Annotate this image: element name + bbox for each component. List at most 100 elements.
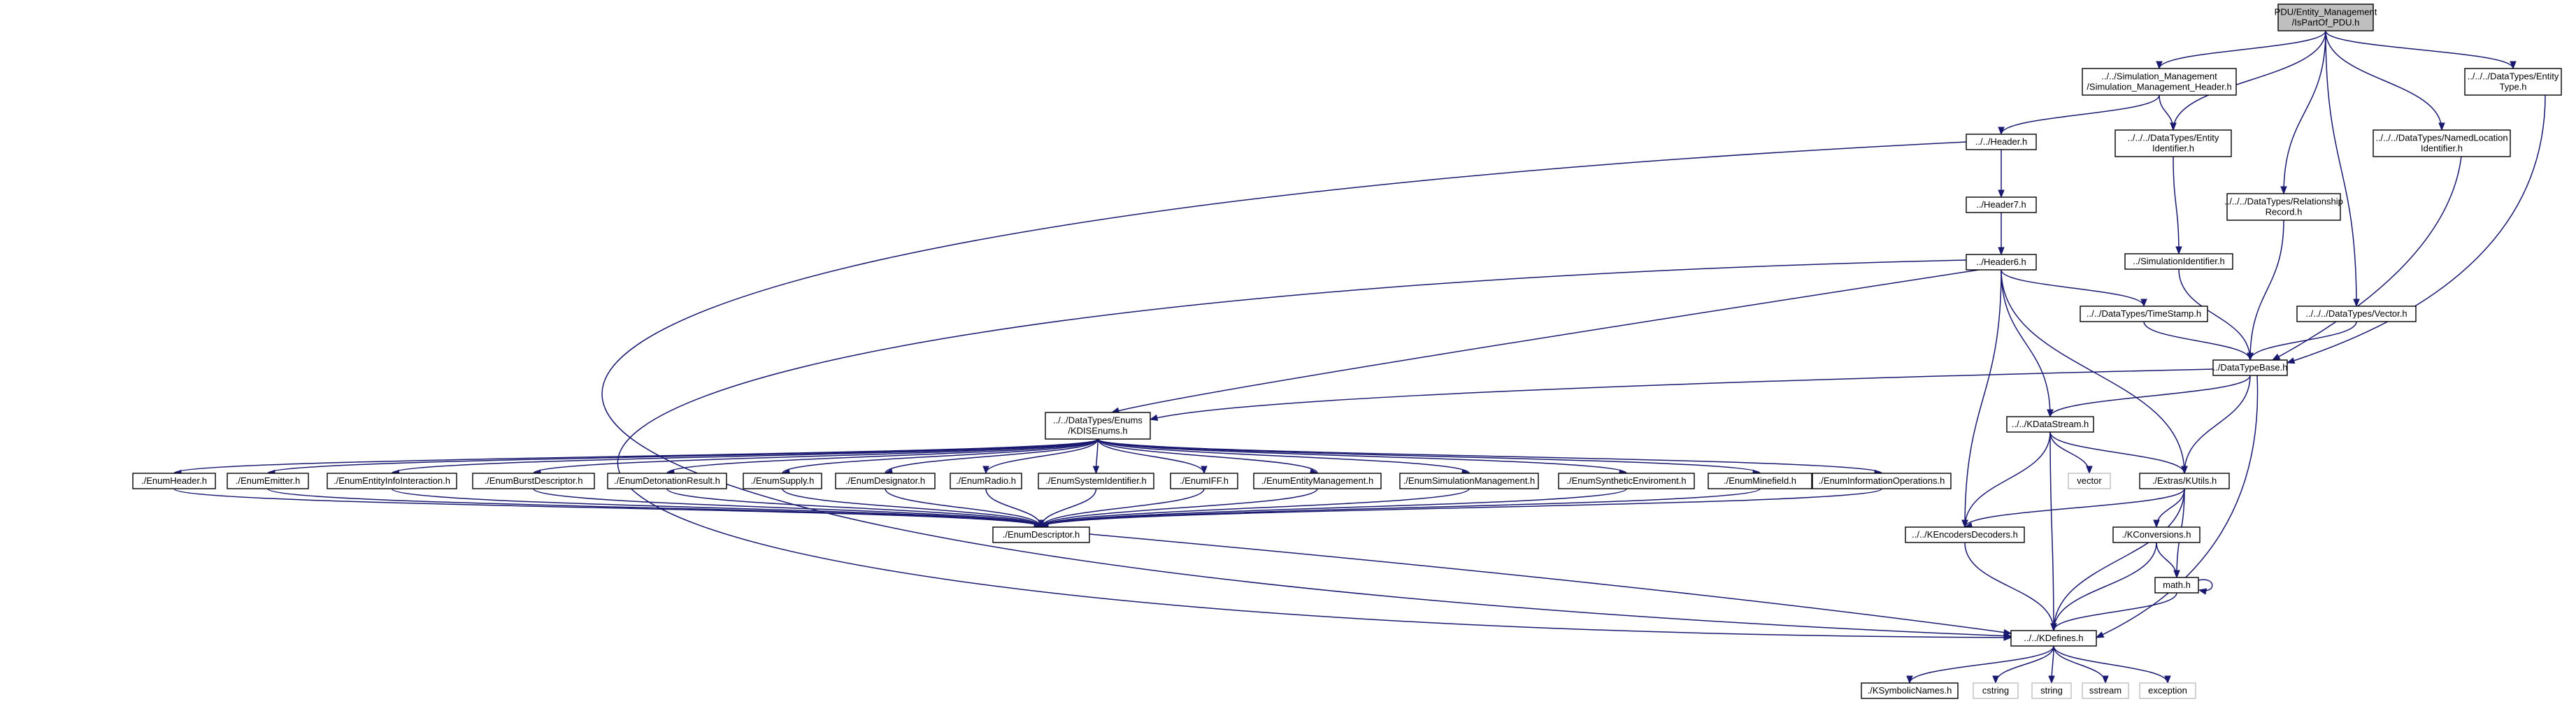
node-label: ./KConversions.h <box>2122 529 2191 540</box>
node-box <box>2115 129 2232 157</box>
node-e_entmgmt[interactable]: ./EnumEntityManagement.h <box>1253 473 1382 489</box>
node-label: ../../../DataTypes/Entity <box>2468 71 2559 82</box>
node-box <box>1973 682 2019 699</box>
node-box <box>1966 196 2037 213</box>
edge-encdec-to-kdefines <box>1964 542 2057 632</box>
node-e_deton[interactable]: ./EnumDetonationResult.h <box>607 473 727 489</box>
node-box <box>2154 577 2199 594</box>
edge-e_header-to-enumdesc <box>173 488 1043 531</box>
node-kdefines[interactable]: ../../KDefines.h <box>2010 630 2097 647</box>
node-label: ../../../DataTypes/Entity <box>2128 133 2219 143</box>
node-header6[interactable]: ../Header6.h <box>1966 254 2037 271</box>
node-encdec[interactable]: ../../KEncodersDecoders.h <box>1905 526 2025 543</box>
node-label: ./EnumInformationOperations.h <box>1819 475 1945 486</box>
node-timestamp[interactable]: ../../DataTypes/TimeStamp.h <box>2080 306 2208 322</box>
node-header[interactable]: ../../Header.h <box>1966 134 2037 150</box>
edge-dtbase-to-disenums <box>1149 368 2214 421</box>
node-box <box>2464 68 2562 96</box>
edge-e_supply-to-enumdesc <box>782 488 1043 529</box>
nodes-layer: PDU/Entity_Management/IsPartOf_PDU.h ../.… <box>132 3 2562 699</box>
node-e_desig[interactable]: ./EnumDesignator.h <box>835 473 936 489</box>
node-label: ./EnumDescriptor.h <box>1003 529 1080 540</box>
node-label: ./EnumRadio.h <box>956 475 1016 486</box>
node-box <box>1253 473 1382 489</box>
node-label: Type.h <box>2499 82 2526 92</box>
node-disenums[interactable]: ../../DataTypes/Enums/KDISEnums.h <box>1045 412 1151 440</box>
node-box <box>607 473 727 489</box>
node-named[interactable]: ../../../DataTypes/NamedLocationIdentifi… <box>2373 129 2511 157</box>
node-math[interactable]: math.h <box>2154 577 2199 594</box>
node-sstream[interactable]: sstream <box>2082 682 2129 699</box>
node-label: ../SimulationIdentifier.h <box>2133 256 2225 266</box>
edge-e_burst-to-enumdesc <box>533 488 1043 530</box>
node-e_iff[interactable]: ./EnumIFF.h <box>1170 473 1238 489</box>
edge-header6-to-encdec <box>1961 269 2002 529</box>
edge-root-to-enttype <box>2325 30 2517 70</box>
node-e_burst[interactable]: ./EnumBurstDescriptor.h <box>472 473 595 489</box>
node-root[interactable]: PDU/Entity_Management/IsPartOf_PDU.h <box>2275 3 2377 31</box>
node-label: ./EnumHeader.h <box>141 475 207 486</box>
edge-kdefines-to-symbolic <box>1906 645 2054 684</box>
node-label: /Simulation_Management_Header.h <box>2087 82 2231 92</box>
node-e_sysid[interactable]: ./EnumSystemIdentifier.h <box>1038 473 1154 489</box>
node-label: exception <box>2148 685 2187 696</box>
edge-datastream-to-vector <box>2049 431 2093 475</box>
edge-entid-to-simid <box>2173 156 2182 255</box>
node-label: /IsPartOf_PDU.h <box>2292 17 2360 28</box>
node-label: ../../Simulation_Management <box>2101 71 2217 82</box>
node-symbolic[interactable]: ./KSymbolicNames.h <box>1861 682 1959 699</box>
node-vector_h[interactable]: ../../../DataTypes/Vector.h <box>2296 306 2417 322</box>
node-e_mine[interactable]: ./EnumMinefield.h <box>1708 473 1812 489</box>
edge-math-to-math <box>2198 579 2213 595</box>
node-string[interactable]: string <box>2031 682 2072 699</box>
edge-disenums-to-e_iff <box>1097 438 1208 475</box>
node-e_radio[interactable]: ./EnumRadio.h <box>950 473 1022 489</box>
node-vector[interactable]: vector <box>2068 473 2111 489</box>
node-simid[interactable]: ../SimulationIdentifier.h <box>2124 253 2233 270</box>
edge-vector_h-to-dtbase <box>2247 321 2357 361</box>
edge-dtbase-to-datastream <box>2047 375 2251 418</box>
node-box <box>2212 359 2288 376</box>
node-label: ./EnumBurstDescriptor.h <box>485 475 583 486</box>
node-label: ../../KEncodersDecoders.h <box>1912 529 2018 540</box>
node-enumdesc[interactable]: ./EnumDescriptor.h <box>992 526 1090 543</box>
edge-e_iff-to-enumdesc <box>1038 488 1205 529</box>
node-e_synth[interactable]: ./EnumSyntheticEnviroment.h <box>1558 473 1695 489</box>
edge-dtbase-to-extras <box>2181 375 2251 475</box>
node-kconv[interactable]: ./KConversions.h <box>2112 526 2201 543</box>
node-header7[interactable]: ../Header7.h <box>1966 196 2037 213</box>
node-e_header[interactable]: ./EnumHeader.h <box>132 473 216 489</box>
node-box <box>2296 306 2417 322</box>
node-cstring[interactable]: cstring <box>1973 682 2019 699</box>
node-box <box>2139 473 2230 489</box>
edge-e_synth-to-enumdesc <box>1040 488 1627 530</box>
node-box <box>1966 254 2037 271</box>
node-label: ../../../DataTypes/NamedLocation <box>2375 133 2507 143</box>
node-label: Record.h <box>2266 207 2303 217</box>
edge-disenums-to-e_simmgmt <box>1097 438 1471 476</box>
edge-header6-to-kdefines <box>617 259 2012 641</box>
edge-kdefines-to-string <box>2048 645 2055 684</box>
node-exception[interactable]: exception <box>2139 682 2196 699</box>
node-e_emitter[interactable]: ./EnumEmitter.h <box>227 473 309 489</box>
node-box <box>1812 473 1952 489</box>
node-smh[interactable]: ../../Simulation_Management/Simulation_M… <box>2082 68 2237 96</box>
node-e_entinfo[interactable]: ./EnumEntityInfoInteraction.h <box>327 473 457 489</box>
node-e_supply[interactable]: ./EnumSupply.h <box>743 473 822 489</box>
node-label: ../../KDefines.h <box>2024 633 2083 643</box>
node-extras[interactable]: ./Extras/KUtils.h <box>2139 473 2230 489</box>
node-box <box>2124 253 2233 270</box>
node-box <box>2082 682 2129 699</box>
node-box <box>835 473 936 489</box>
node-box <box>2082 68 2237 96</box>
node-label: string <box>2040 685 2063 696</box>
node-datastream[interactable]: ../../KDataStream.h <box>2006 416 2094 433</box>
edge-e_entmgmt-to-enumdesc <box>1040 488 1318 529</box>
node-e_infoops[interactable]: ./EnumInformationOperations.h <box>1812 473 1952 489</box>
node-dtbase[interactable]: ../DataTypeBase.h <box>2212 359 2288 376</box>
node-e_simmgmt[interactable]: ./EnumSimulationManagement.h <box>1399 473 1539 489</box>
edge-smh-to-header <box>1998 94 2160 136</box>
